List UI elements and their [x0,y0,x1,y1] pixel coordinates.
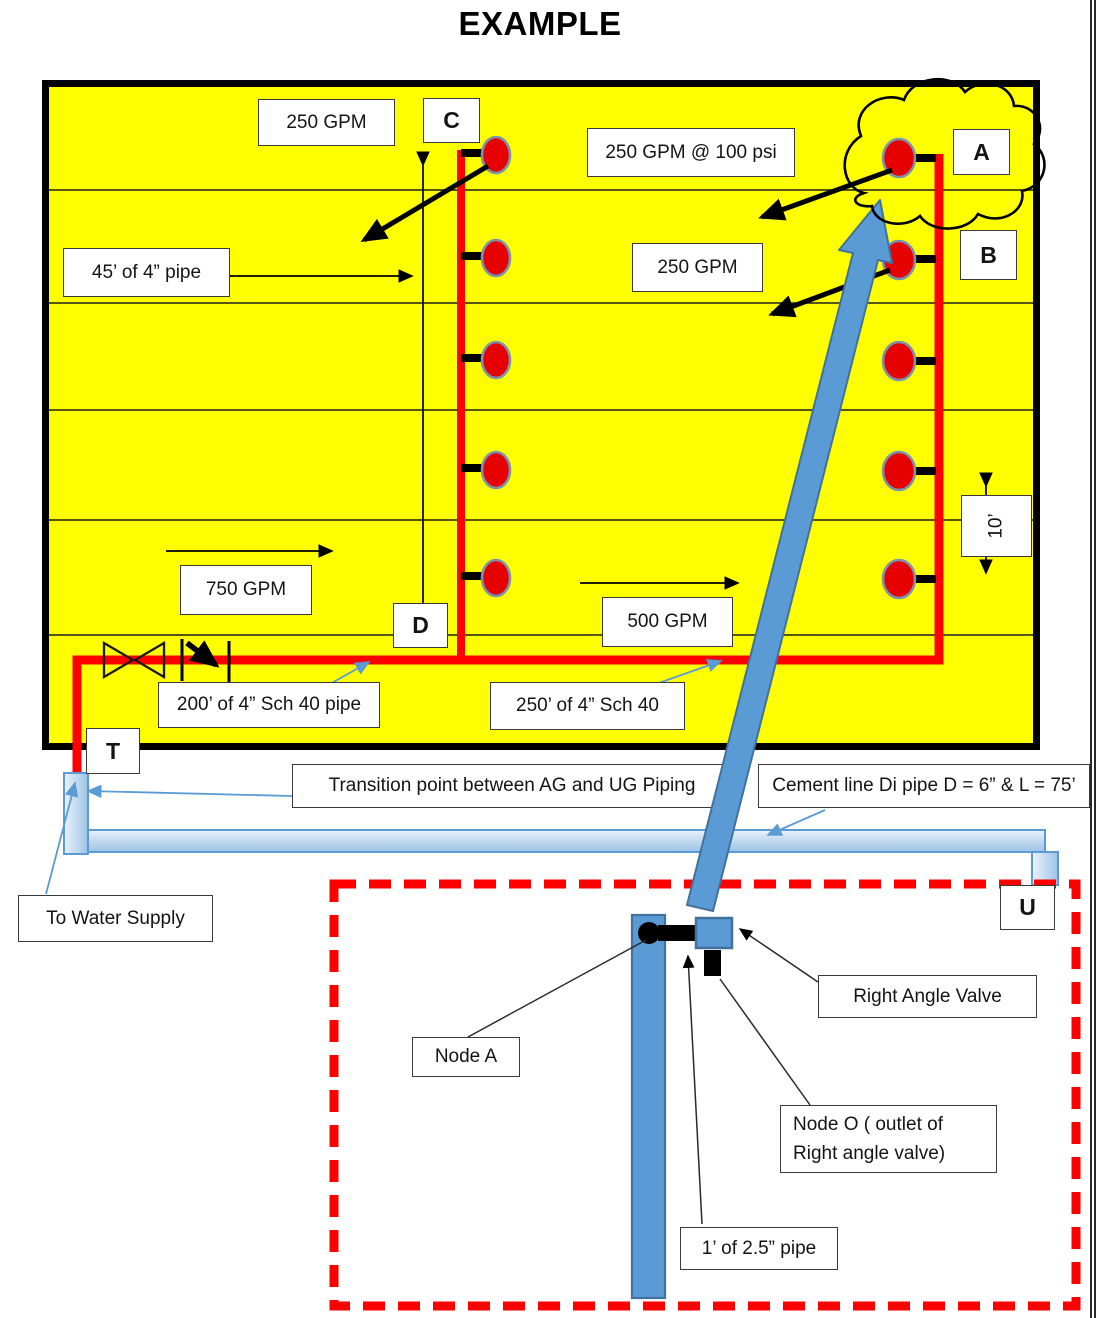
label-main-right-pipe: 250’ of 4” Sch 40 [490,682,685,730]
head-spacing-text: 10’ [985,513,1007,539]
label-node-o-line2: Right angle valve) [793,1143,946,1164]
node-tag-d: D [393,603,448,648]
label-flow-main-right: 500 GPM [602,597,733,647]
page-edge-line-outer [1090,0,1092,1318]
right-angle-valve-icon [694,916,734,950]
label-main-left-pipe: 200’ of 4” Sch 40 pipe [158,682,380,728]
detail-nipple-pipe [658,925,698,941]
gate-valve-icon [102,640,166,680]
label-flow-branch-b: 250 GPM [632,243,763,292]
label-flow-branch-c: 250 GPM [258,99,395,146]
node-tag-t: T [86,728,140,774]
detail-leader-lines [467,928,819,1225]
dimension-lines [166,151,993,638]
detail-riser-pipe [630,913,667,1300]
label-right-angle-valve: Right Angle Valve [818,975,1037,1018]
main-and-right-riser-pipe [72,154,944,779]
valve-outlet-stub [704,950,721,976]
label-flow-main-left: 750 GPM [180,565,312,615]
node-tag-b: B [960,230,1017,280]
page-edge-line-inner [1094,0,1096,1318]
label-head-spacing: 10’ [961,495,1032,557]
label-flow-sprinkler-a: 250 GPM @ 100 psi [587,128,795,177]
label-node-o-line1: Node O ( outlet of [793,1113,943,1135]
underground-detail [467,913,819,1300]
label-detail-pipe: 1’ of 2.5” pipe [680,1227,838,1270]
node-tag-u: U [1000,885,1055,930]
label-node-o: Node O ( outlet of Right angle valve) [780,1105,997,1173]
node-tag-a: A [953,129,1010,175]
check-valve-icon [180,639,231,683]
page-title: EXAMPLE [458,5,622,42]
node-a-point [638,922,660,944]
label-riser-length: 45’ of 4” pipe [63,248,230,297]
label-to-water-supply: To Water Supply [18,895,213,942]
ug-cement-lined-pipe [87,829,1046,853]
node-tag-c: C [423,98,480,143]
label-transition-point: Transition point between AG and UG Pipin… [292,764,732,808]
label-node-a: Node A [412,1037,520,1077]
label-cement-lined-pipe: Cement line Di pipe D = 6” & L = 75’ [758,764,1090,808]
